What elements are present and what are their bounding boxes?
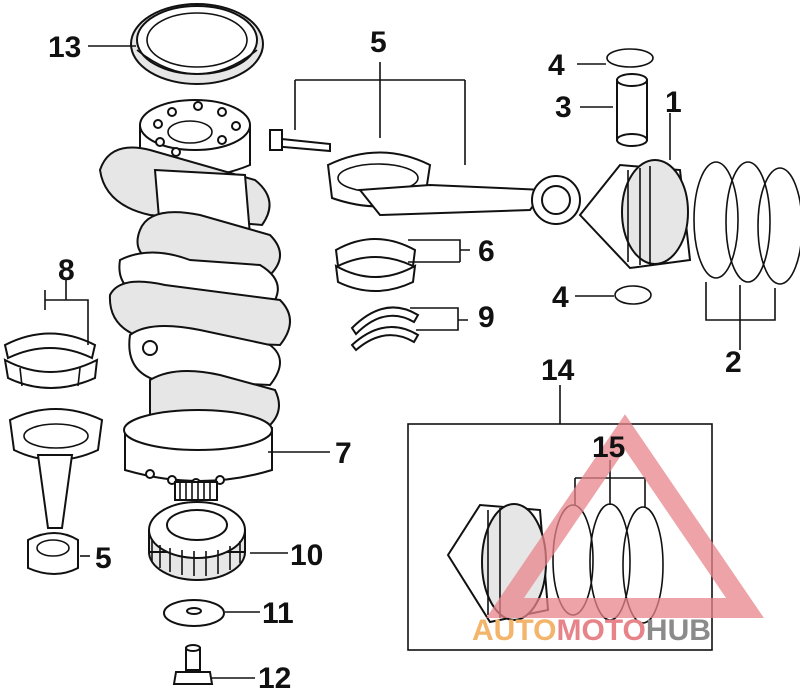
circlip-4-bottom bbox=[614, 285, 652, 305]
watermark-moto: MOTO bbox=[556, 614, 645, 647]
connecting-rod-5-upper bbox=[269, 129, 581, 225]
callout-5-bottom: 5 bbox=[95, 542, 112, 575]
circlip-4-top bbox=[606, 48, 654, 68]
watermark-triangle bbox=[486, 414, 764, 618]
callout-8: 8 bbox=[58, 254, 75, 287]
callout-10: 10 bbox=[290, 539, 323, 572]
callout-6: 6 bbox=[478, 235, 495, 268]
callout-2: 2 bbox=[725, 346, 742, 379]
callout-13: 13 bbox=[48, 31, 81, 64]
piston-rings-2 bbox=[693, 161, 800, 285]
callout-4-bottom: 4 bbox=[552, 281, 569, 314]
watermark-hub: HUB bbox=[646, 614, 711, 647]
callout-3: 3 bbox=[555, 91, 572, 124]
thrust-washer-9 bbox=[350, 306, 420, 352]
callout-1: 1 bbox=[665, 86, 682, 119]
bolt-12 bbox=[172, 644, 214, 685]
callout-4-top: 4 bbox=[548, 49, 565, 82]
gear-10 bbox=[148, 501, 246, 581]
callout-12: 12 bbox=[258, 662, 291, 692]
callout-9: 9 bbox=[478, 301, 495, 334]
crankshaft-7 bbox=[98, 99, 291, 501]
watermark-text: AUTOMOTOHUB bbox=[472, 614, 711, 647]
callout-5-top: 5 bbox=[370, 26, 387, 59]
leader-lines bbox=[44, 45, 776, 679]
washer-11 bbox=[163, 599, 225, 627]
callout-7: 7 bbox=[335, 437, 352, 470]
callout-15: 15 bbox=[592, 431, 625, 464]
main-bearing-8 bbox=[3, 332, 99, 389]
callout-14: 14 bbox=[541, 354, 575, 387]
piston-pin-3 bbox=[616, 73, 648, 147]
connecting-rod-5-lower bbox=[8, 408, 104, 575]
oil-seal-13 bbox=[130, 3, 264, 85]
callout-11: 11 bbox=[262, 597, 294, 630]
piston-1 bbox=[578, 159, 692, 270]
rod-bearing-6 bbox=[334, 238, 417, 292]
watermark-auto: AUTO bbox=[472, 614, 556, 647]
